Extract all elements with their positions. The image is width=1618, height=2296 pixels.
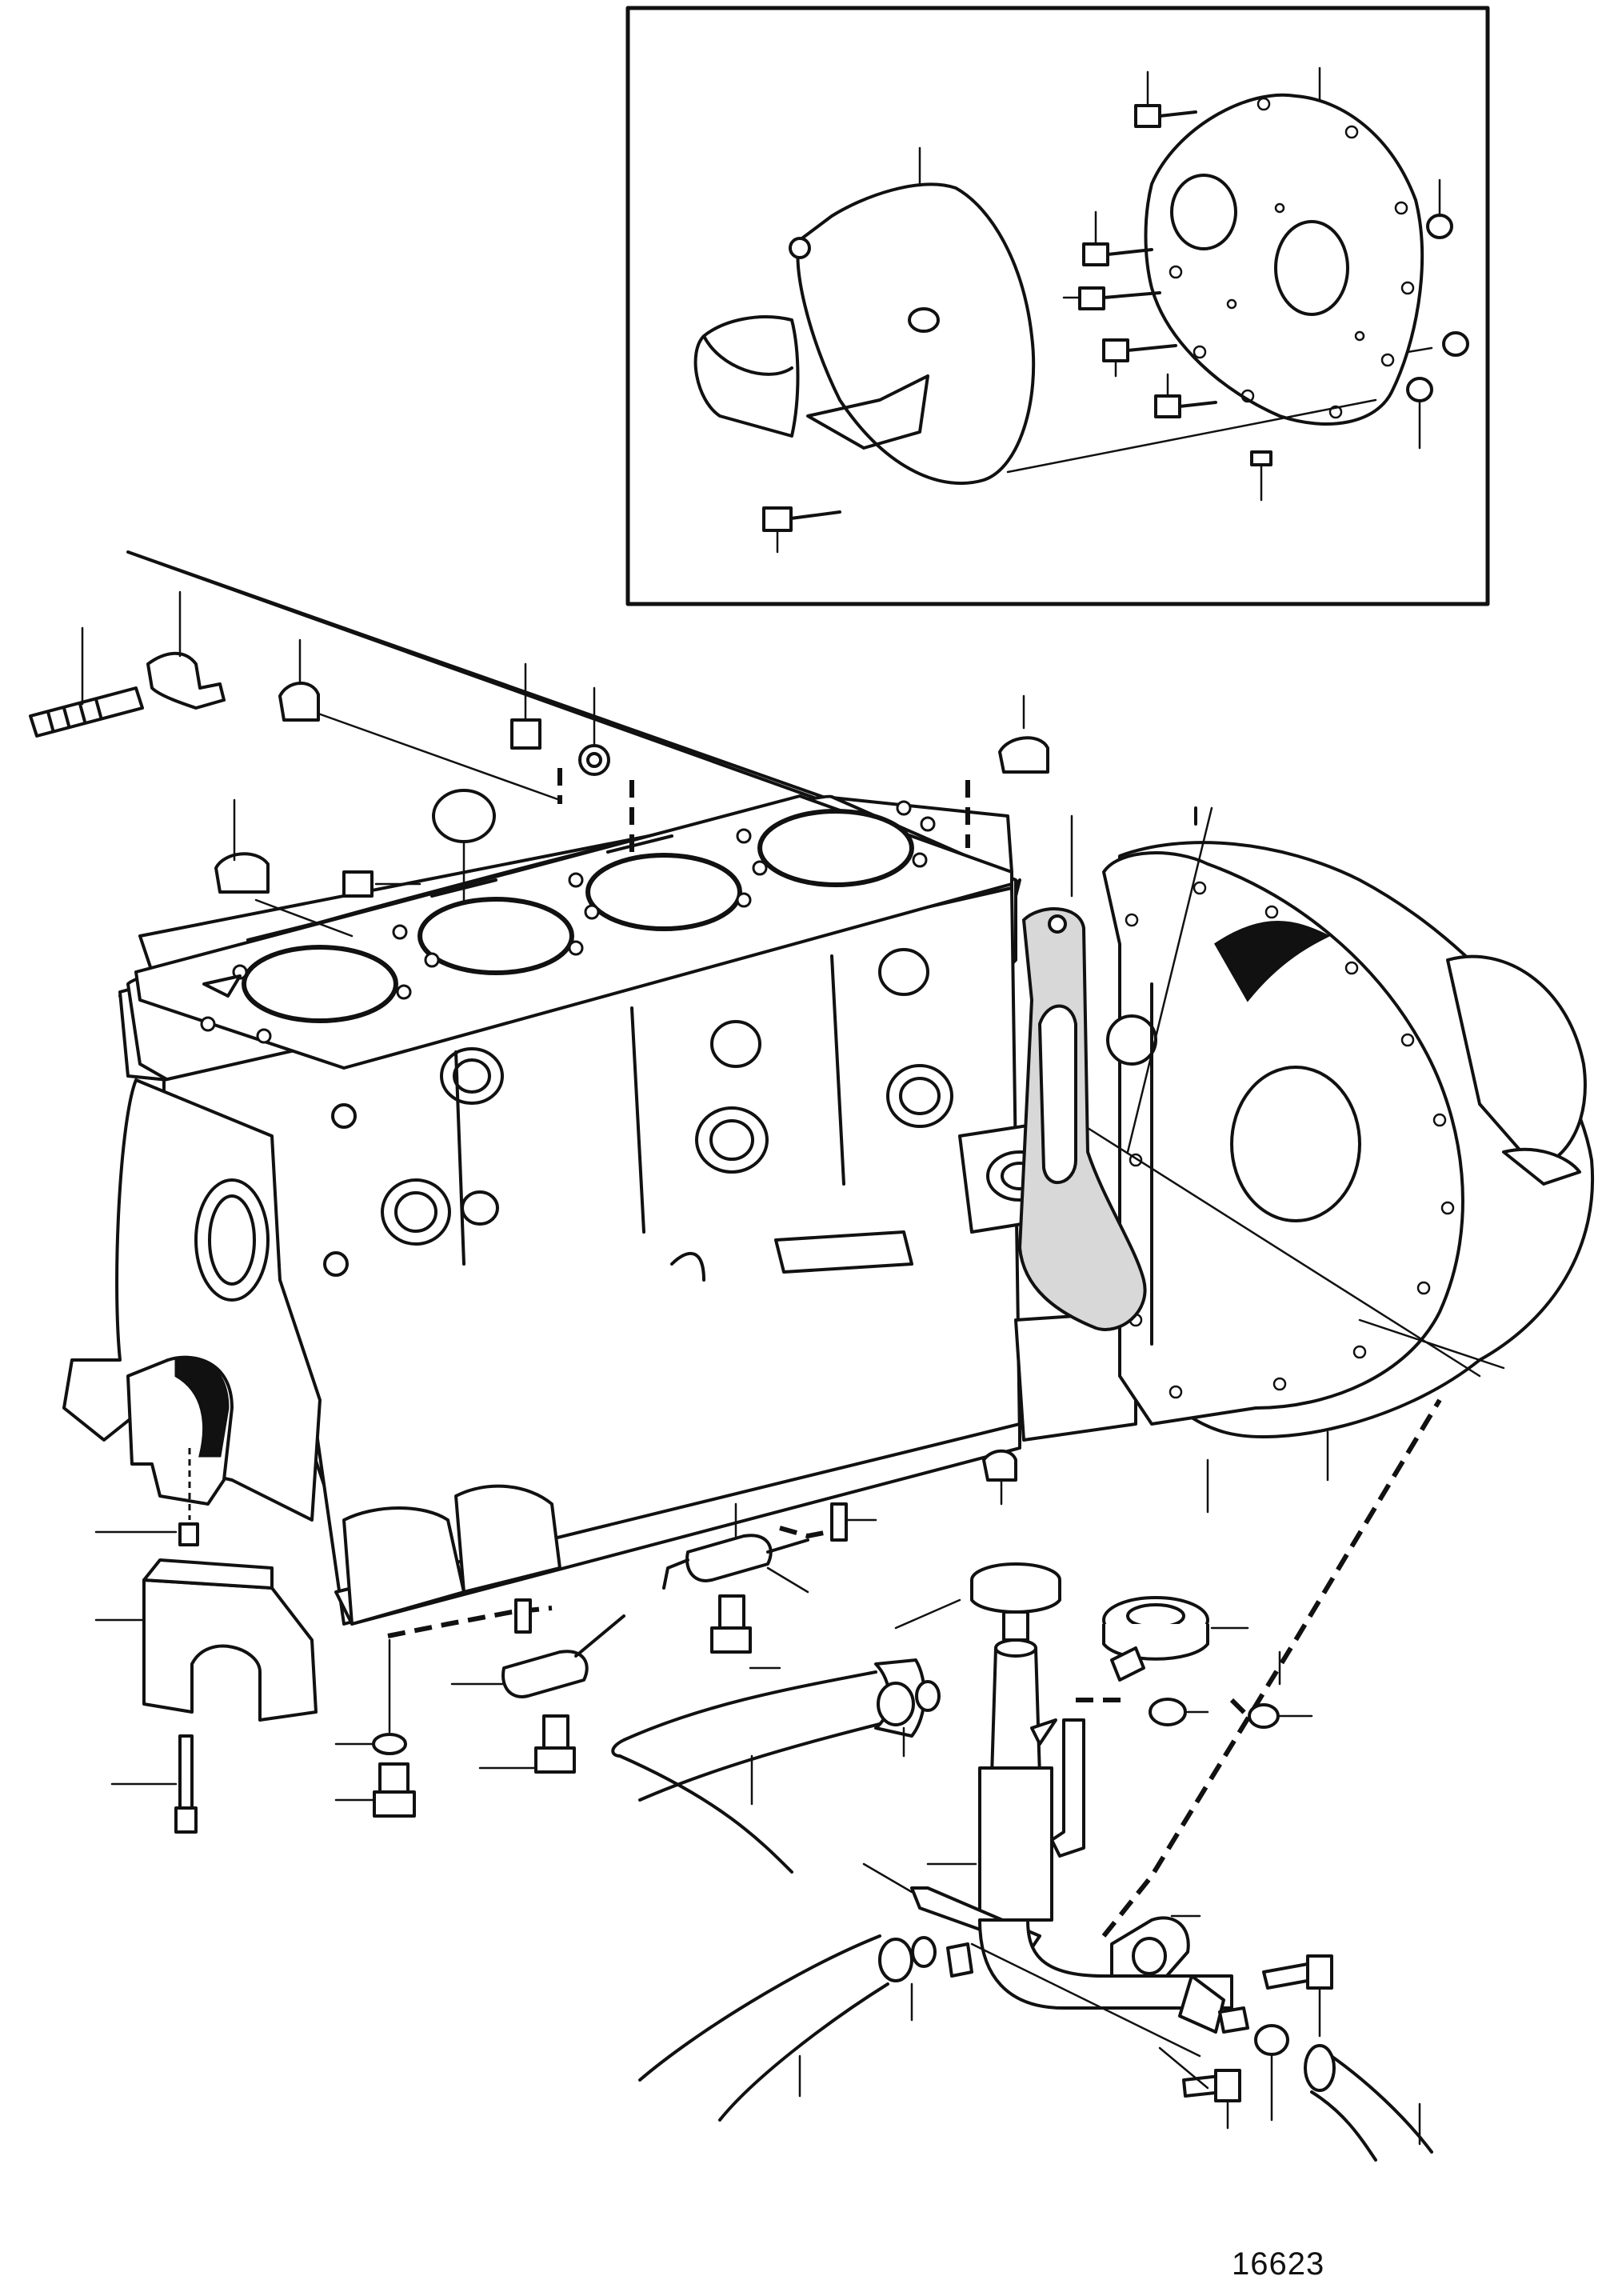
oil-hoses: [611, 1658, 1433, 2162]
plug-2: [510, 662, 541, 750]
oil-filler-cap: [1102, 1596, 1249, 1682]
cylinder-bore-3: [585, 853, 742, 931]
dipstick-tube: [926, 1638, 1085, 1922]
coolant-fittings: [29, 590, 1049, 938]
figure-reference-number: 16623: [1232, 2246, 1325, 2282]
dowel-1: [342, 870, 421, 898]
flywheel-housing: [1102, 806, 1595, 1438]
plug-3: [982, 1449, 1017, 1506]
hose-lower-right: [1304, 2044, 1433, 2162]
banjo-fitting-1: [450, 1598, 625, 1698]
clamp-1: [1076, 1698, 1209, 1726]
inset-bolts: [762, 70, 1469, 554]
tube-flange: [978, 1914, 1233, 2034]
cylinder-bore-1: [242, 945, 398, 1023]
banjo-fitting-2: [662, 1502, 809, 1594]
drain-fittings: [334, 1430, 1329, 1818]
inset-detail-box: [625, 6, 1490, 606]
cylinder-bore-2: [417, 897, 574, 975]
clamp-2: [1248, 1703, 1313, 1729]
flange-bolt-2: [1158, 2046, 1241, 2130]
cylinder-bore-4: [757, 809, 914, 887]
elbow-fitting: [146, 590, 226, 710]
core-plug-1: [432, 789, 496, 906]
washer-2: [334, 1638, 407, 1755]
core-plug-2: [214, 798, 354, 938]
drain-cock: [29, 626, 144, 738]
inset-flywheel-housing: [693, 146, 1036, 486]
dipstick-knob: [894, 1562, 1061, 1642]
inset-adapter-plate: [1144, 66, 1424, 426]
banjo-bolt-2: [710, 1594, 781, 1670]
main-bearing-cap: [94, 1448, 318, 1834]
cylinder-block: [62, 550, 1137, 1626]
hose-upper: [611, 1658, 941, 1874]
oil-dipstick-assembly: [862, 1318, 1505, 2130]
hose-lower-left: [638, 1934, 973, 2122]
cap-bolt: [110, 1734, 198, 1834]
drain-plug-1: [334, 1762, 416, 1818]
leader-lines: [1070, 806, 1481, 1378]
plug-1: [278, 638, 561, 802]
nipple-fitting: [1218, 2006, 1289, 2122]
housing-gasket: [1017, 907, 1147, 1331]
washer-1: [578, 686, 610, 776]
core-plug-3: [965, 694, 1049, 848]
banjo-bolt-1: [478, 1714, 576, 1774]
flange-bolt-1: [1262, 1954, 1333, 2038]
